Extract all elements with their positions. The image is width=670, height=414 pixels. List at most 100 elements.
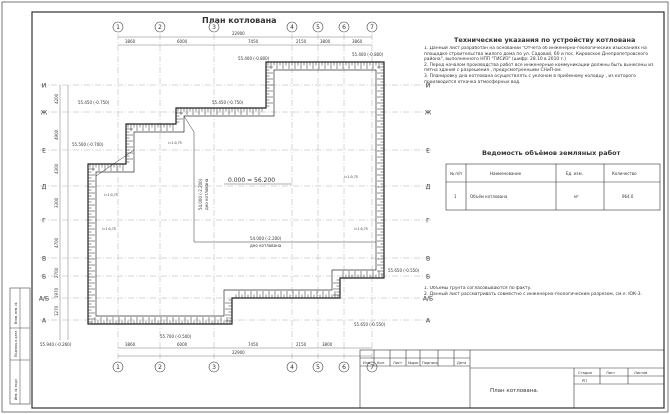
axis-label-top: 3	[212, 24, 216, 31]
elev-top-right: 55.400 (-0.800)	[352, 52, 384, 57]
plan-title: План котлована	[202, 16, 277, 25]
dim-left-6: 2700	[54, 267, 59, 278]
tech-note-3: 3. Планировку дна котлована осуществлять…	[424, 73, 636, 85]
axis-label-right: Д	[426, 184, 431, 191]
bottom-note-2: 2. Данный лист рассматривать совместно с…	[424, 291, 642, 297]
dim-top-2: 6000	[177, 39, 188, 44]
slope-label-4: i=1:0,75	[104, 193, 118, 197]
stamp-col-izm: Изм.	[363, 361, 371, 365]
stamp-sheet-name: План котлована.	[490, 388, 539, 394]
axis-label-bottom: 7	[370, 364, 374, 371]
stamp-sheets-header: Листов	[634, 371, 647, 375]
axis-bubble	[366, 21, 378, 33]
axis-label-right: А	[426, 318, 431, 325]
axis-label-left: Д	[42, 184, 47, 191]
axis-bubble	[286, 361, 298, 373]
tech-notes-body: 1. Данный лист разработан на основании "…	[424, 46, 653, 85]
dim-top-4: 2150	[296, 39, 307, 44]
volume-col-num: № п/п	[450, 171, 462, 176]
elev-bottom-left-2: 55.700 (-0.500)	[160, 334, 192, 339]
dimensions-top: 22900 3860 6000 7450 2150 3800 3860	[118, 31, 372, 46]
volume-col-qty: Количество	[612, 171, 637, 176]
axis-bubble	[312, 21, 324, 33]
axis-label-top: 2	[158, 24, 162, 31]
axis-bubble	[366, 361, 378, 373]
stamp-stage-header: Стадия	[578, 371, 592, 375]
axis-label-right: Е	[426, 148, 430, 155]
axis-label-right: А/Б	[423, 296, 433, 303]
bottom-note-1: 1. Объёмы грунта согласовываются по факт…	[424, 286, 532, 291]
dim-bottom-1: 3860	[125, 342, 136, 347]
axis-label-left: Г	[42, 218, 46, 225]
elev-right-low: 55.650 (-0.550)	[388, 268, 420, 273]
volume-table	[445, 163, 661, 211]
volume-row-name: Объём котлована	[470, 194, 508, 199]
stamp-col-doc: №док	[408, 361, 419, 365]
axis-bubble	[208, 21, 220, 33]
slope-label-5: i=1:0,75	[344, 175, 358, 179]
axis-bubble	[208, 361, 220, 373]
excavation-pit	[87, 61, 385, 325]
volume-col-unit: Ед. изм.	[566, 171, 583, 176]
strip-label-1: Взам. инв. №	[14, 302, 18, 324]
stamp-sheet-header: Лист	[606, 371, 615, 375]
dim-top-5: 3800	[320, 39, 331, 44]
elev-pit-bottom-horizontal-note: дно котлована	[250, 243, 282, 248]
axis-bubble	[312, 361, 324, 373]
dim-left-5: 4700	[54, 237, 59, 248]
strip-label-2: Подпись и дата	[14, 331, 18, 357]
stamp-col-date: Дата	[457, 361, 466, 365]
axis-label-bottom: 1	[116, 364, 120, 371]
axis-label-top: 5	[316, 24, 320, 31]
stamp-col-sign: Подпись	[422, 361, 438, 365]
axis-label-top: 4	[290, 24, 294, 31]
axis-bubble	[154, 21, 166, 33]
axis-label-right: Ж	[425, 110, 432, 117]
dim-left-8: 1270	[54, 305, 59, 316]
slope-hatching	[88, 62, 384, 324]
dim-bottom-4: 2150	[296, 342, 307, 347]
dim-bottom-5: 3800	[322, 342, 333, 347]
axis-label-top: 7	[370, 24, 374, 31]
axis-label-right: В	[426, 256, 430, 263]
dim-bottom-3: 7450	[248, 342, 259, 347]
axis-label-right: Б	[426, 274, 430, 281]
axis-label-top: 6	[342, 24, 346, 31]
binding-strip: Взам. инв. № Подпись и дата Инв. № подл.	[9, 287, 31, 405]
dim-left-3: 4300	[54, 163, 59, 174]
dimensions-bottom: 3860 6000 7450 2150 3800 22900	[118, 342, 372, 357]
stamp-col-kol: Кол.	[377, 361, 385, 365]
stamp-col-list: Лист	[393, 361, 402, 365]
axis-bubble	[154, 361, 166, 373]
volume-row-unit: м³	[574, 194, 579, 199]
pit-top-edge	[87, 61, 385, 325]
axis-label-top: 1	[116, 24, 120, 31]
zero-mark: 0.000 = 56.200	[228, 177, 275, 184]
volume-col-name: Наименование	[490, 171, 522, 176]
stamp-stage-value: РП	[582, 379, 587, 383]
internal-lines	[95, 115, 376, 243]
dim-left-2: 4900	[54, 129, 59, 140]
dim-bottom-2: 6000	[177, 342, 188, 347]
axis-label-left: В	[42, 256, 46, 263]
elev-upper-left: 55.450 (-0.750)	[78, 100, 110, 105]
dim-left-7: 1970	[54, 287, 59, 298]
tech-note-1: 1. Данный лист разработан на основании "…	[424, 46, 649, 63]
axis-label-bottom: 4	[290, 364, 294, 371]
slope-label-2: i=1:0,75	[102, 227, 116, 231]
axis-label-left: И	[42, 83, 47, 90]
volume-row-num: 1	[454, 194, 457, 199]
dimensions-left: 4200 4900 4300 3300 4700 2700 1970 1270	[54, 85, 69, 340]
elev-left-step: 55.500 (-0.700)	[72, 142, 104, 147]
axis-label-left: А	[42, 318, 47, 325]
tech-notes-title: Технические указания по устройству котло…	[454, 36, 635, 44]
bottom-notes: 1. Объёмы грунта согласовываются по факт…	[424, 286, 642, 297]
elev-top-mid: 55.400 (-0.800)	[238, 56, 270, 61]
axis-label-bottom: 5	[316, 364, 320, 371]
volume-table-title: Ведомость объёмов земляных работ	[482, 149, 621, 157]
axis-label-right: И	[426, 83, 431, 90]
elev-pit-bottom-vertical: 54.000 (-2.200)	[198, 178, 203, 210]
elev-bottom-left: 55.940 (-0.260)	[40, 342, 72, 347]
